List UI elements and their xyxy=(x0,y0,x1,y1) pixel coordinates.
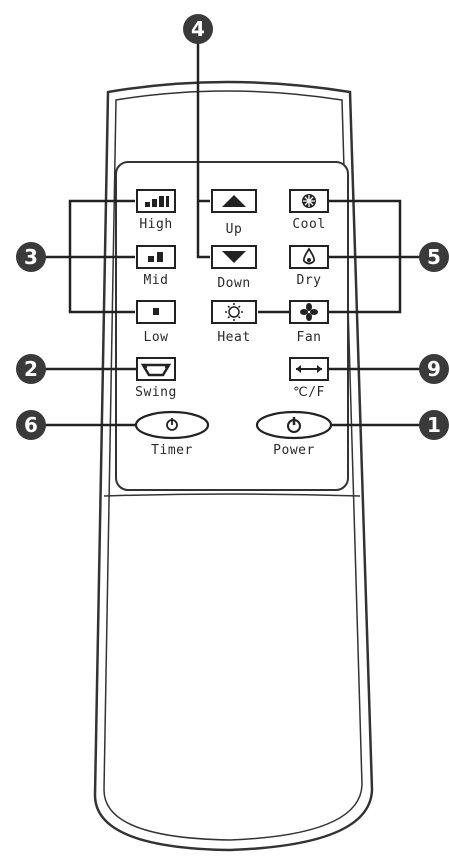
label-low: Low xyxy=(143,330,169,345)
label-high: High xyxy=(139,217,173,232)
fan-high-button[interactable] xyxy=(137,190,175,212)
up-button[interactable] xyxy=(212,190,256,212)
dry-button[interactable] xyxy=(290,246,328,268)
callout-badge-1: 1 xyxy=(419,410,449,440)
callout-badge-5: 5 xyxy=(419,242,449,272)
down-button[interactable] xyxy=(212,246,256,268)
label-cool: Cool xyxy=(292,217,326,232)
label-up: Up xyxy=(225,222,243,237)
fan-low-button[interactable] xyxy=(137,301,175,323)
body-divider xyxy=(103,493,361,497)
callout-badge-3: 3 xyxy=(16,242,46,272)
swing-button[interactable] xyxy=(137,358,175,380)
leader-lines xyxy=(45,40,420,427)
callout-badge-9: 9 xyxy=(419,354,449,384)
cool-button[interactable] xyxy=(290,190,328,212)
keypad-panel xyxy=(115,161,349,491)
label-mid: Mid xyxy=(143,273,169,288)
remote-body-inner xyxy=(103,90,363,841)
temp-unit-button[interactable] xyxy=(290,358,328,380)
label-swing: Swing xyxy=(135,385,177,400)
label-heat: Heat xyxy=(217,330,251,345)
label-dry: Dry xyxy=(296,273,322,288)
label-cf: ℃/F xyxy=(293,385,325,400)
heat-button[interactable] xyxy=(212,301,256,323)
label-fan: Fan xyxy=(296,330,322,345)
label-down: Down xyxy=(217,276,251,291)
fan-mid-button[interactable] xyxy=(137,246,175,268)
label-timer: Timer xyxy=(151,443,193,458)
callout-badge-6: 6 xyxy=(16,410,46,440)
power-button[interactable] xyxy=(257,412,331,438)
timer-button[interactable] xyxy=(136,412,208,438)
callout-badge-4: 4 xyxy=(183,14,213,44)
label-power: Power xyxy=(273,443,315,458)
fan-mode-button[interactable] xyxy=(290,301,328,323)
callout-badge-2: 2 xyxy=(16,354,46,384)
